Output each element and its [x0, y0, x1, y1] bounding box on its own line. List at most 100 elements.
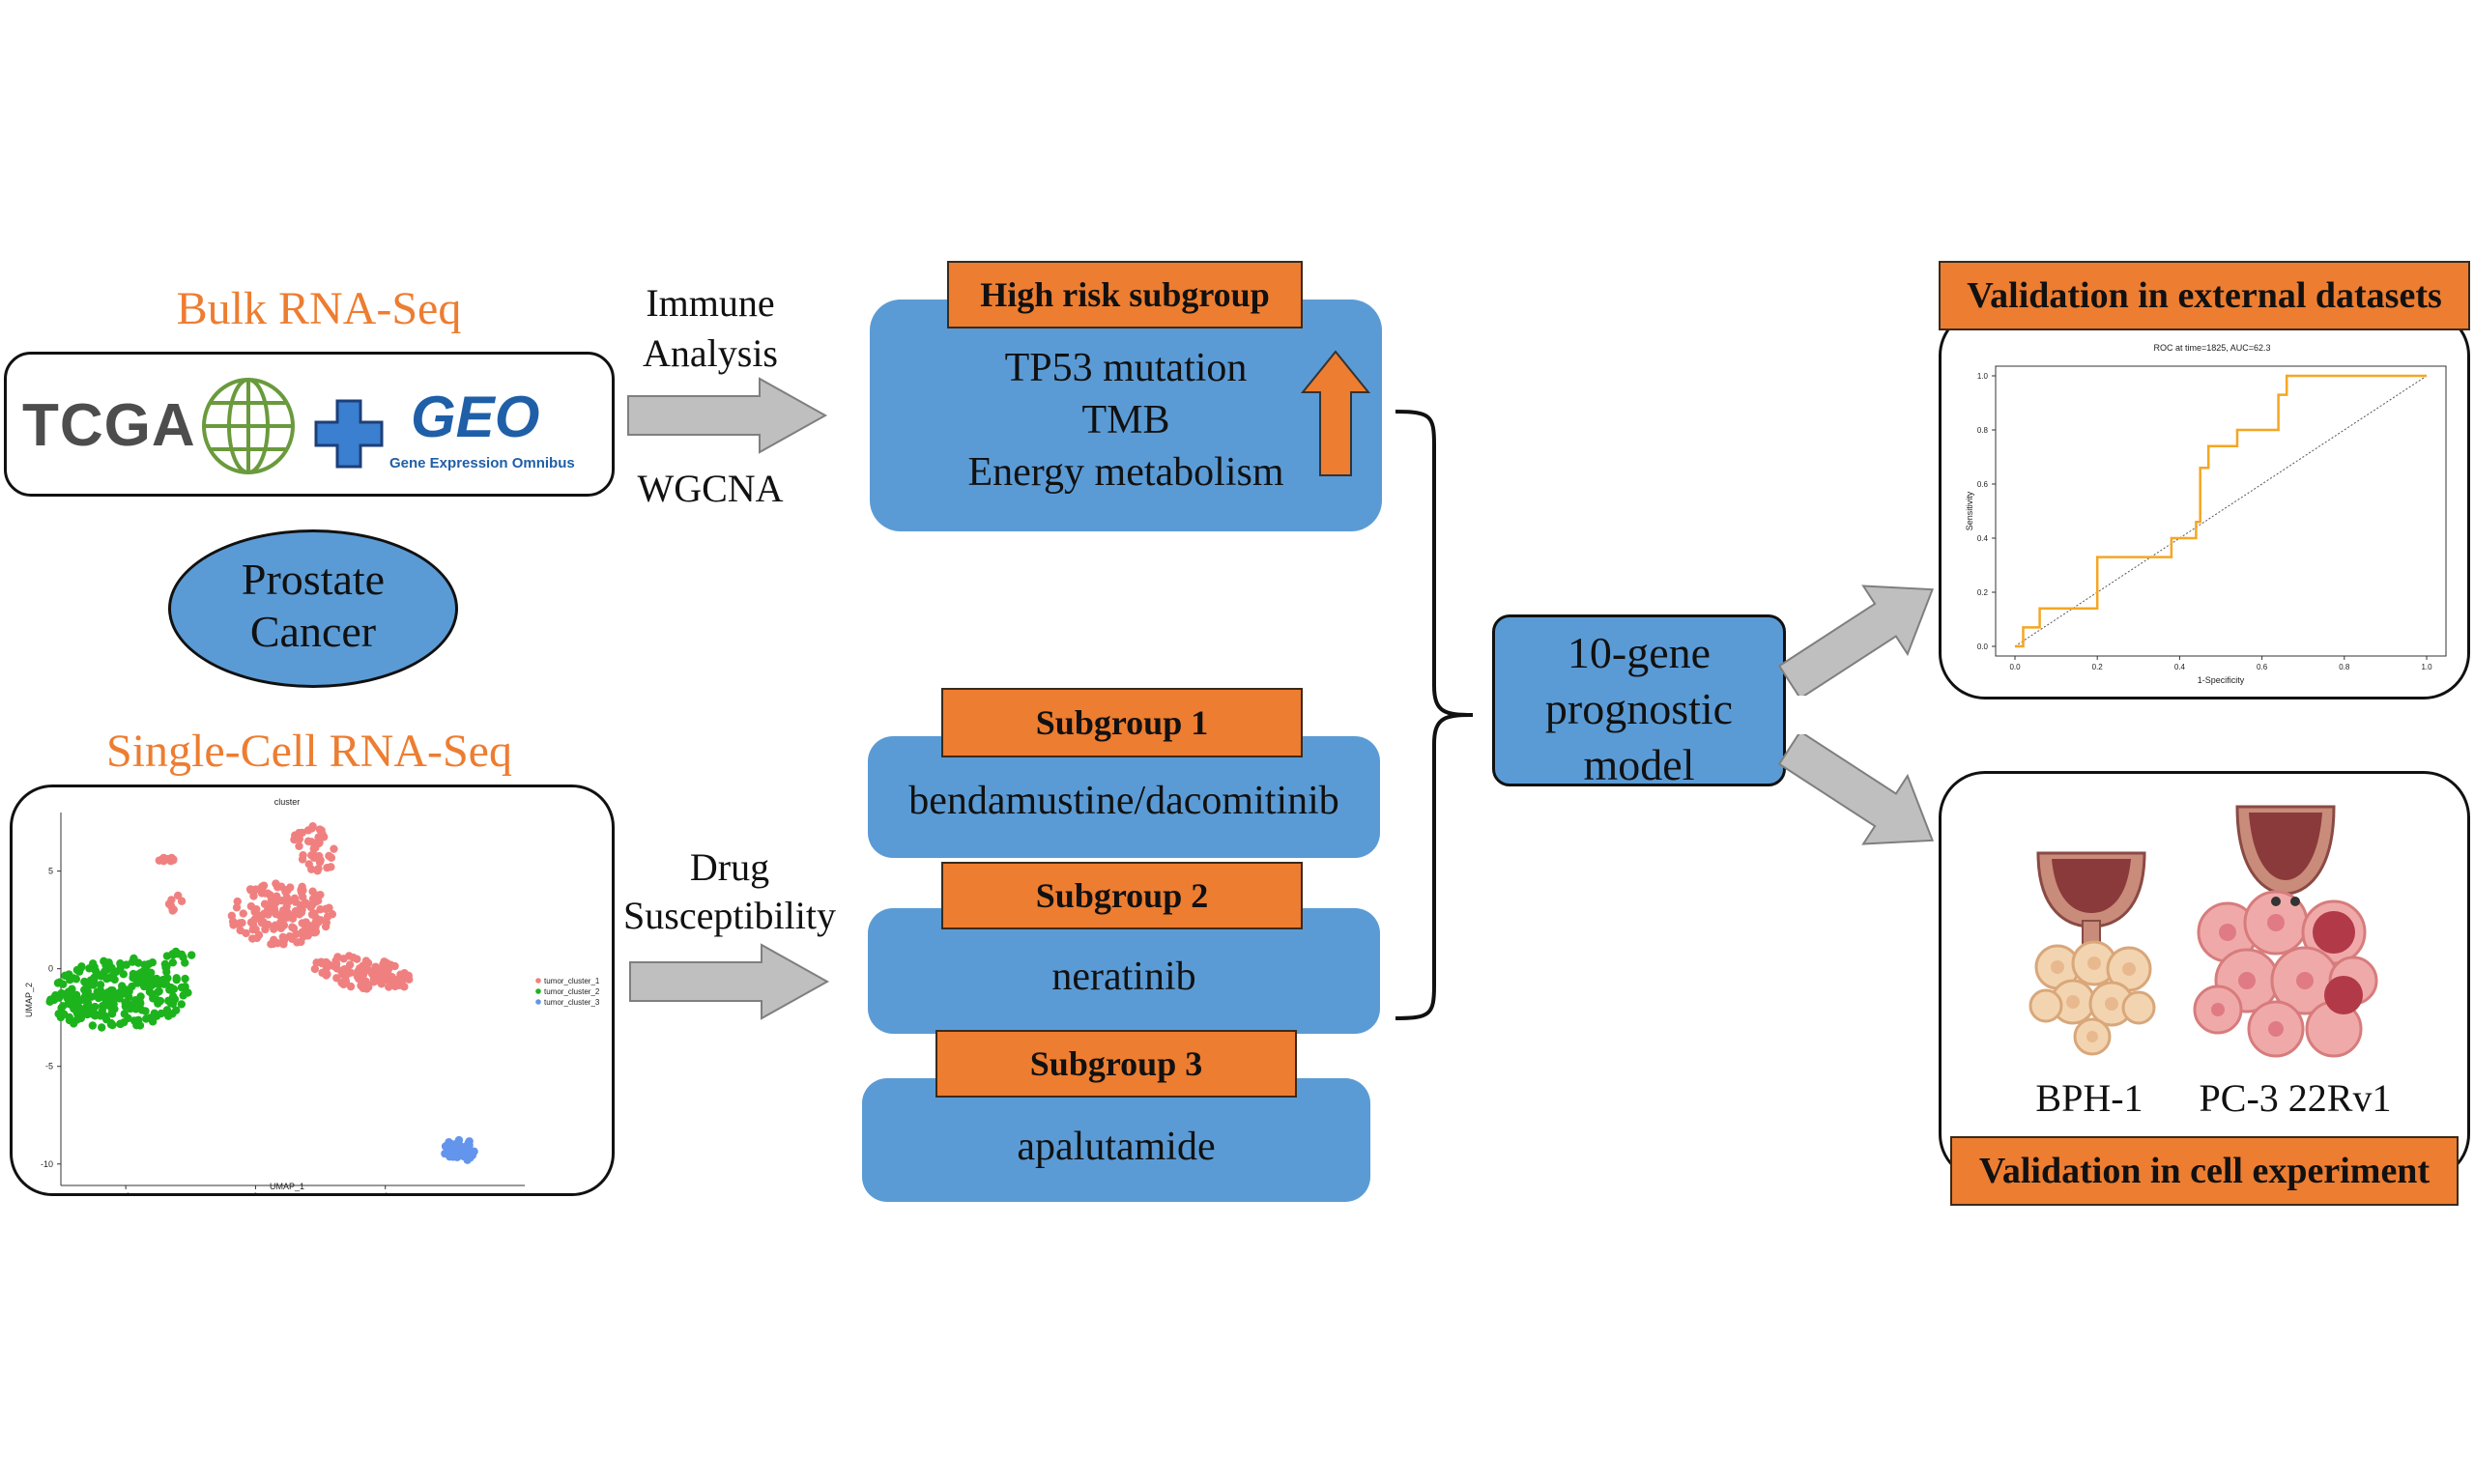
- umap-point: [380, 970, 389, 979]
- umap-point: [345, 960, 355, 969]
- umap-point: [177, 897, 187, 905]
- umap-point: [298, 919, 306, 928]
- umap-point: [126, 1004, 135, 1013]
- umap-plot-box: cluster 50-5-10 -404 UMAP_1 UMAP_2 tumor…: [10, 785, 615, 1196]
- umap-xlabel: UMAP_1: [270, 1182, 304, 1191]
- roc-xtick: 1.0: [2421, 663, 2432, 671]
- umap-point: [94, 993, 103, 1003]
- umap-point: [83, 985, 92, 993]
- umap-point: [392, 976, 402, 985]
- umap-point: [470, 1147, 478, 1156]
- umap-point: [181, 974, 189, 984]
- umap-point: [307, 900, 317, 910]
- globe-icon: [202, 378, 295, 474]
- bulk-rna-seq-title: Bulk RNA-Seq: [176, 283, 462, 334]
- arrow-to-external: [1778, 585, 1935, 696]
- umap-xtick: 0: [253, 1191, 258, 1193]
- umap-point: [307, 838, 316, 846]
- umap-point: [89, 976, 99, 985]
- umap-point: [285, 912, 295, 921]
- umap-point: [278, 914, 287, 923]
- umap-point: [298, 893, 307, 901]
- umap-point: [256, 885, 265, 895]
- umap-point: [464, 1141, 474, 1151]
- tcga-logo: TCGA: [22, 392, 196, 459]
- umap-point: [252, 933, 262, 943]
- umap-point: [100, 967, 109, 976]
- umap-point: [364, 983, 373, 991]
- umap-point: [337, 978, 346, 987]
- analysis-label: Analysis: [643, 331, 778, 375]
- arrow-to-cell-experiment: [1778, 734, 1935, 845]
- umap-point: [404, 971, 413, 981]
- cell-validation-tag: Validation in cell experiment: [1950, 1136, 2459, 1206]
- umap-point: [181, 983, 189, 991]
- prostate-cancer-illustration: [2193, 805, 2378, 1058]
- umap-point: [281, 885, 290, 895]
- pc3-22rv1-label: PC-3 22Rv1: [2199, 1076, 2392, 1120]
- umap-ytick: -10: [41, 1159, 53, 1169]
- umap-point: [295, 842, 303, 850]
- umap-point: [118, 989, 127, 998]
- umap-point: [228, 917, 238, 926]
- umap-point: [154, 987, 162, 997]
- umap-point: [72, 965, 82, 975]
- prostate-cancer-line2: Cancer: [249, 607, 377, 656]
- umap-point: [263, 889, 273, 898]
- arrow-to-high-risk: [627, 377, 828, 454]
- umap-ytick: 0: [48, 964, 53, 974]
- umap-point: [323, 970, 331, 979]
- umap-point: [91, 966, 101, 976]
- bph-prostate-illustration: [2028, 851, 2156, 1056]
- geo-logo: GEO: [411, 385, 540, 449]
- model-line-1: 10-gene: [1567, 628, 1712, 677]
- umap-point: [125, 986, 133, 996]
- prognostic-model-box: 10-gene prognostic model: [1492, 614, 1786, 789]
- umap-point: [168, 958, 178, 967]
- roc-xtick: 0.0: [2009, 663, 2021, 671]
- umap-point: [128, 957, 137, 966]
- umap-point: [291, 898, 301, 906]
- umap-point: [88, 1021, 98, 1030]
- umap-point: [327, 853, 336, 863]
- subgroup-1-drug: bendamustine/dacomitinib: [908, 779, 1339, 823]
- umap-point: [172, 974, 181, 983]
- roc-ytick: 0.2: [1977, 588, 1989, 597]
- umap-point: [272, 909, 280, 919]
- umap-point: [248, 925, 257, 934]
- umap-point: [331, 959, 341, 968]
- umap-point: [164, 899, 174, 908]
- umap-point: [268, 899, 276, 908]
- prostate-cancer-line1: Prostate: [241, 555, 386, 604]
- roc-xtick: 0.8: [2339, 663, 2350, 671]
- umap-point: [98, 1023, 106, 1032]
- umap-legend-label: tumor_cluster_2: [544, 987, 600, 996]
- umap-point: [290, 835, 299, 844]
- umap-point: [162, 967, 171, 977]
- umap-point: [142, 982, 152, 991]
- roc-title: ROC at time=1825, AUC=62.3: [2153, 343, 2270, 353]
- umap-point: [353, 972, 361, 981]
- umap-point: [96, 981, 105, 989]
- umap-point: [293, 938, 302, 947]
- umap-point: [65, 1013, 73, 1022]
- umap-point: [309, 844, 318, 853]
- umap-ytick: 5: [48, 867, 53, 876]
- umap-point: [63, 991, 72, 1000]
- umap-point: [288, 923, 297, 931]
- umap-point: [353, 955, 361, 963]
- umap-point: [107, 963, 116, 973]
- umap-point: [323, 912, 332, 921]
- umap-point: [169, 905, 178, 914]
- umap-point: [96, 1012, 105, 1020]
- up-arrow-icon: [1301, 350, 1370, 476]
- cell-experiment-box: BPH-1 PC-3 22Rv1: [1939, 771, 2470, 1181]
- umap-point: [153, 1012, 161, 1020]
- roc-ytick: 0.4: [1977, 534, 1989, 543]
- umap-point: [396, 970, 405, 979]
- umap-ylabel: UMAP_2: [24, 983, 34, 1017]
- umap-point: [232, 903, 242, 912]
- umap-point: [169, 855, 178, 864]
- brace: [1395, 410, 1474, 1020]
